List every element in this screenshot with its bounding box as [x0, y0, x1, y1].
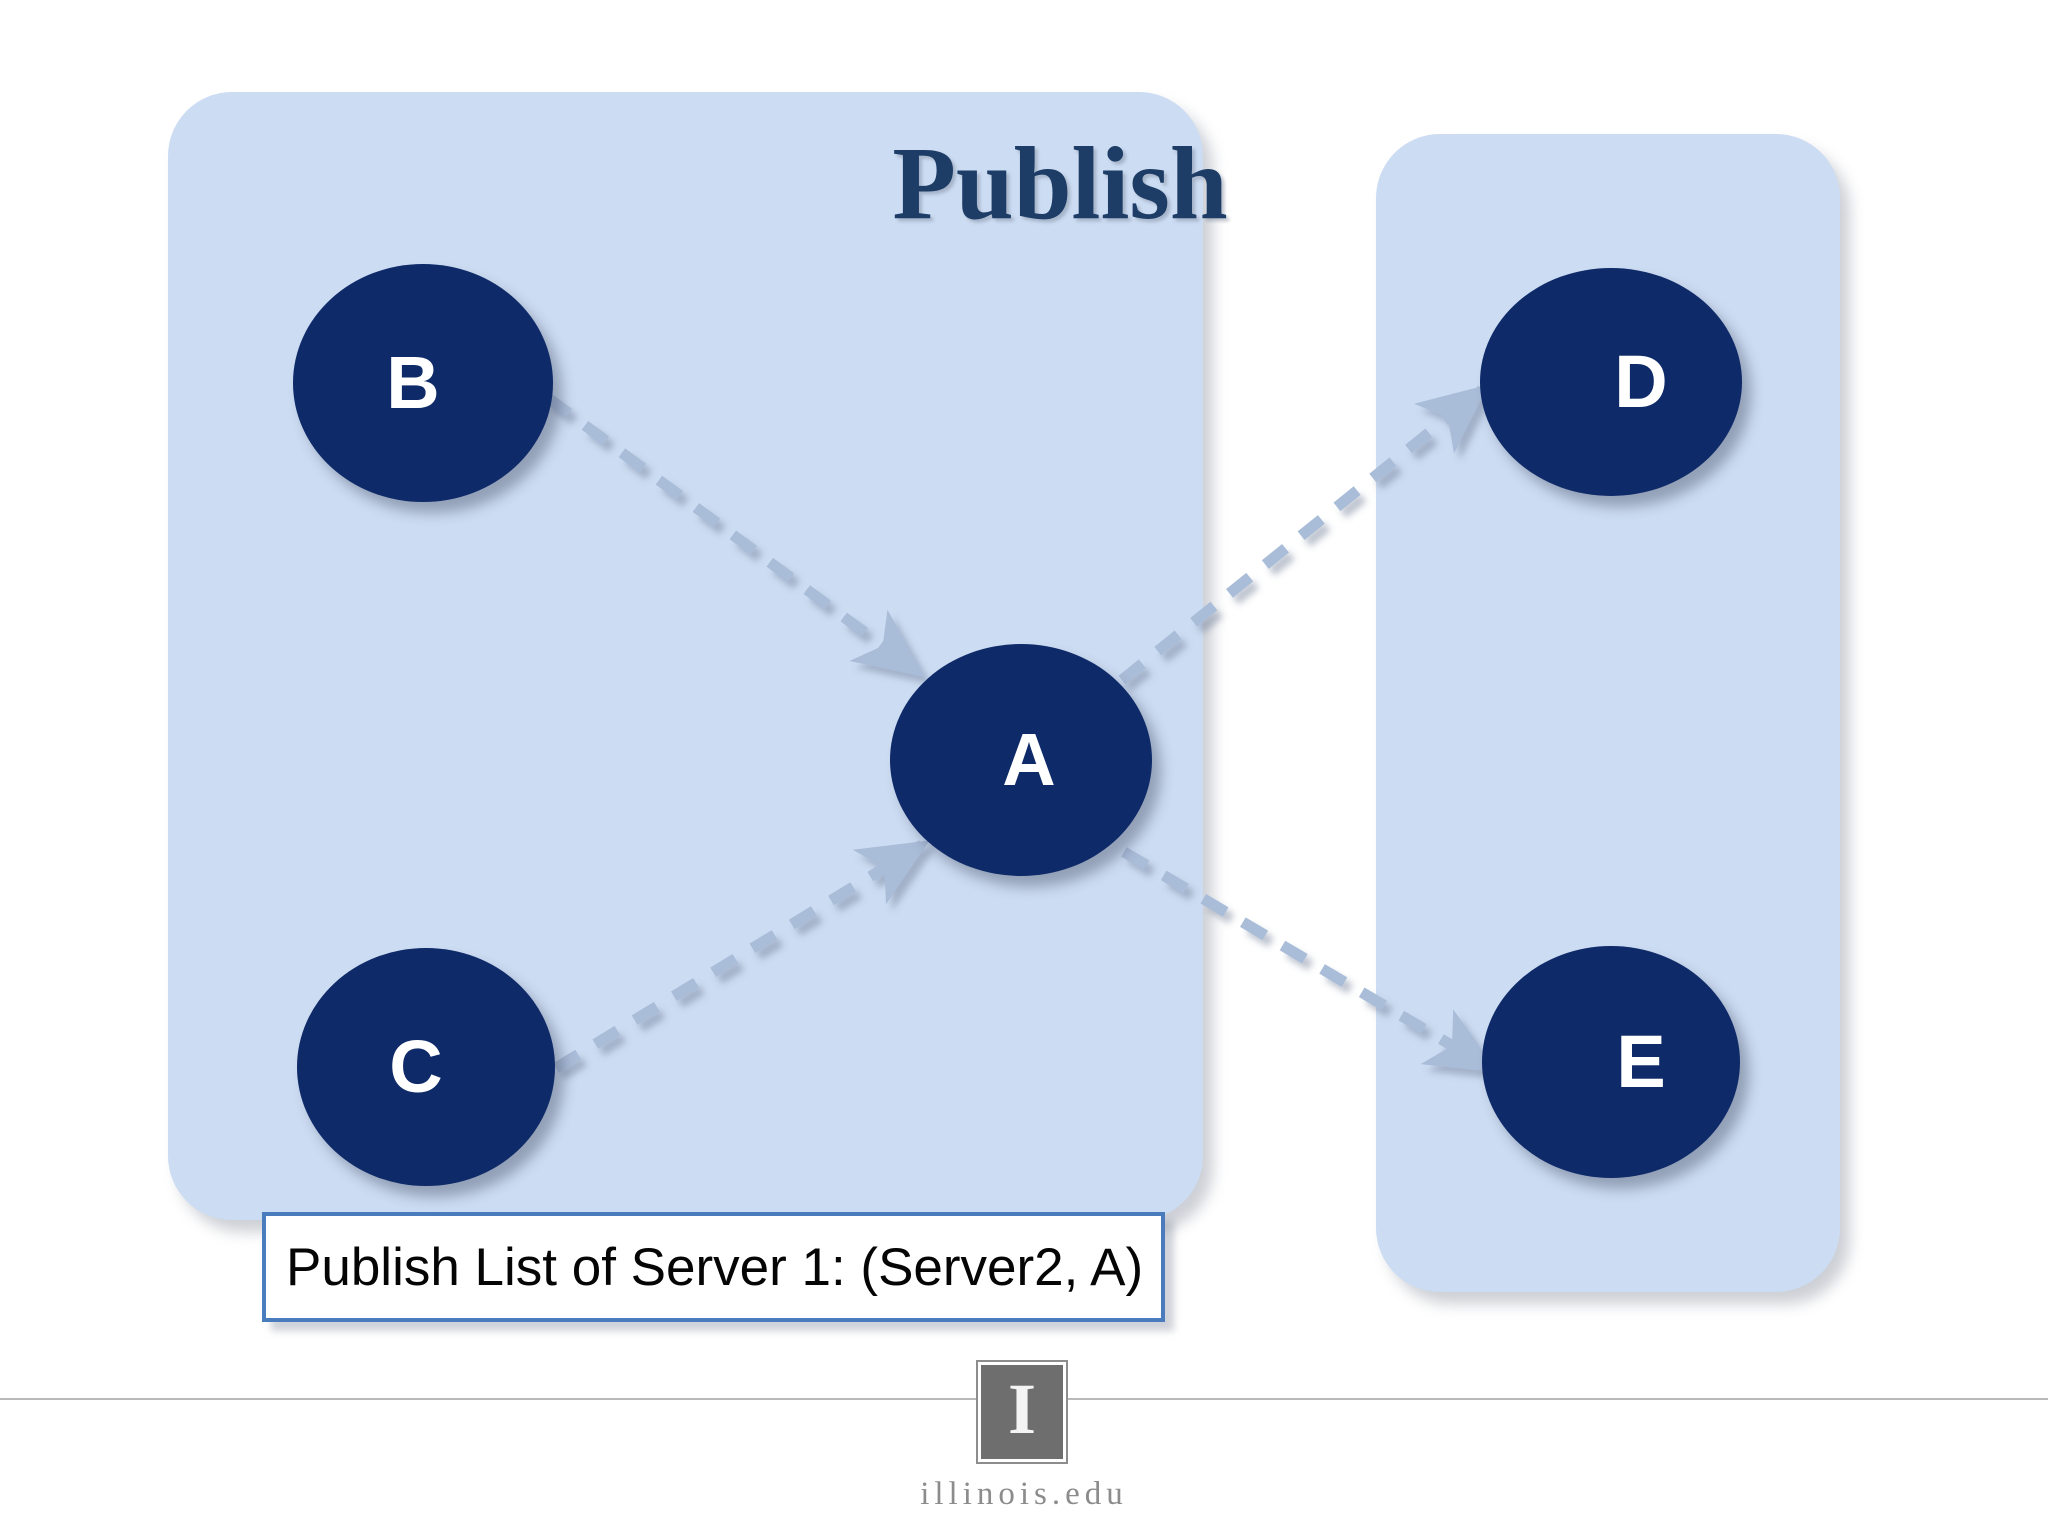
node-c[interactable]: C	[297, 948, 555, 1186]
edge-c-to-a	[553, 840, 930, 1073]
node-e[interactable]: E	[1482, 946, 1740, 1178]
slide-title: Publish	[892, 126, 1228, 241]
node-d[interactable]: D	[1480, 268, 1742, 496]
edge-a-to-d	[1118, 384, 1489, 685]
node-a-label: A	[1002, 718, 1056, 801]
node-a[interactable]: A	[890, 644, 1152, 876]
edge-b-to-a	[544, 393, 926, 678]
logo-i-glyph: I	[1007, 1369, 1037, 1449]
caption-text: Publish List of Server 1: (Server2, A)	[286, 1237, 1144, 1297]
edge-a-to-e	[1121, 847, 1498, 1073]
node-e-label: E	[1616, 1020, 1666, 1103]
node-b[interactable]: B	[293, 264, 553, 502]
node-b-label: B	[386, 341, 440, 424]
caption-box: Publish List of Server 1: (Server2, A)	[262, 1212, 1165, 1322]
illinois-logo-icon: I	[978, 1362, 1066, 1462]
node-c-label: C	[389, 1025, 443, 1108]
footer-url: illinois.edu	[920, 1476, 1128, 1512]
node-d-label: D	[1614, 340, 1668, 423]
